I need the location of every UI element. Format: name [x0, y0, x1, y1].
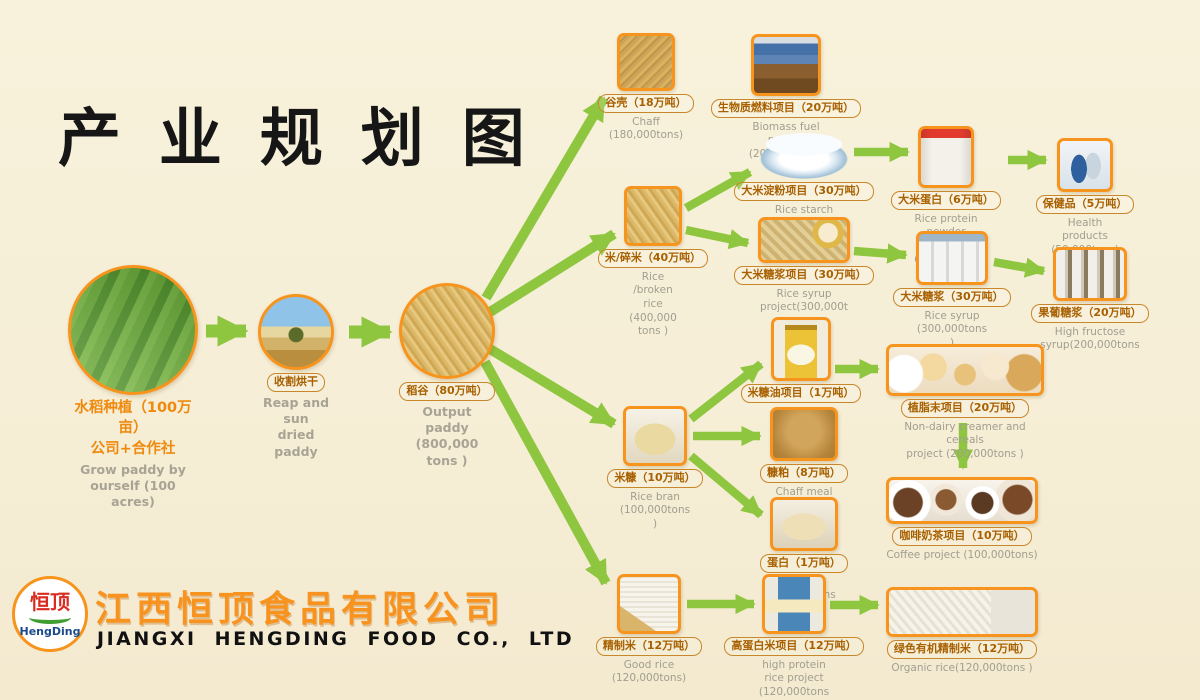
harvester-photo [258, 294, 334, 370]
node-creamer: 植脂末项目（20万吨） Non-dairy creamer and cereal… [886, 344, 1044, 462]
chaff-meal-label-cn: 糠粕（8万吨） [760, 464, 848, 483]
good-rice-label-en: Good rice (120,000tons) [611, 658, 687, 685]
rice-broken-photo [624, 186, 682, 246]
arrow-rice-syrupproj [685, 225, 750, 250]
node-chaff: 谷壳（18万吨） Chaff (180,000tons) [598, 33, 694, 143]
creamer-photo [886, 344, 1044, 396]
hp-rice-label-en: high protein rice project (120,000tons ) [758, 658, 830, 700]
rice-starch-photo [760, 131, 848, 179]
health-label-cn: 保健品（5万吨） [1035, 195, 1135, 214]
rice-syrup-photo [916, 231, 988, 285]
protein-photo [770, 497, 838, 551]
syrup-label-cn: 大米糖浆（30万吨） [893, 288, 1011, 307]
chaff-label-en: Chaff (180,000tons) [608, 115, 684, 142]
flow-node-grow: 水稻种植（100万亩） 公司+合作社 Grow paddy by ourself… [68, 265, 198, 511]
good-rice-photo [617, 574, 681, 634]
bran-label-cn: 米糠（10万吨） [607, 469, 703, 488]
node-coffee: 咖啡奶茶项目（10万吨） Coffee project (100,000tons… [886, 477, 1038, 562]
syrup-project-label-en: Rice syrup project(300,000t [759, 287, 849, 314]
rice-broken-label-en: Rice /broken rice (400,000 tons ) [629, 270, 677, 338]
rice-syrup-project-photo [758, 217, 850, 263]
flow-reap-label-en: Reap and sun dried paddy [262, 394, 330, 459]
bran-oil-photo [771, 317, 831, 381]
biomass-photo [751, 34, 821, 96]
arrow-paddy-rice [487, 229, 617, 317]
fructose-label-cn: 果葡糖浆（20万吨） [1031, 304, 1149, 323]
node-hp-rice: 高蛋白米项目（12万吨） high protein rice project (… [724, 574, 864, 700]
hp-rice-label-cn: 高蛋白米项目（12万吨） [724, 637, 864, 656]
company-name-en: JIANGXI HENGDING FOOD CO., LTD [97, 628, 575, 650]
coffee-photo [886, 477, 1038, 524]
company-logo: 恒顶 HengDing [12, 576, 88, 652]
fructose-syrup-photo [1053, 247, 1127, 301]
biomass-label-cn: 生物质燃料项目（20万吨） [710, 99, 862, 118]
starch-label-cn: 大米淀粉项目（30万吨） [734, 182, 874, 201]
flow-paddy-label-cn: 稻谷（80万吨） [399, 382, 495, 401]
syrup-project-label-cn: 大米糖浆项目（30万吨） [734, 266, 874, 285]
protein-label-cn: 蛋白（1万吨） [760, 554, 848, 573]
node-organic-rice: 绿色有机精制米（12万吨） Organic rice(120,000tons ) [886, 587, 1038, 675]
organic-rice-label-cn: 绿色有机精制米（12万吨） [886, 640, 1038, 659]
flow-paddy-label-en: Output paddy (800,000 tons ) [415, 403, 479, 468]
rice-bran-photo [623, 406, 687, 466]
node-protein: 蛋白（1万吨） Protein (10,000tons ) [760, 497, 848, 617]
creamer-label-en: Non-dairy creamer and cereals project (2… [904, 420, 1026, 461]
rice-protein-label-cn: 大米蛋白（6万吨） [891, 191, 1001, 210]
node-syrup: 大米糖浆（30万吨） Rice syrup (300,000tons ) [893, 231, 1011, 351]
company-name-cn: 江西恒顶食品有限公司 [95, 589, 506, 630]
coffee-label-cn: 咖啡奶茶项目（10万吨） [892, 527, 1032, 546]
paddy-grain-photo [399, 283, 495, 379]
node-health: 保健品（5万吨） Health products (50,000tons) [1035, 138, 1135, 258]
hp-rice-photo [762, 574, 826, 634]
chaff-meal-photo [770, 407, 838, 461]
rice-broken-label-cn: 米/碎米（40万吨） [597, 249, 709, 268]
bran-oil-label-cn: 米糠油项目（1万吨） [740, 384, 862, 403]
arrow-paddy-bran [487, 344, 617, 429]
fructose-label-en: High fructose syrup(200,000tons [1040, 325, 1140, 352]
arrow-syrupproj-syrup [853, 243, 908, 264]
arrow-bran-protein [688, 452, 764, 519]
syrup-label-en: Rice syrup (300,000tons ) [916, 309, 988, 349]
logo-cn-text: 恒顶 [30, 589, 70, 614]
flow-grow-label-en: Grow paddy by ourself (100 acres) [80, 461, 186, 510]
health-products-photo [1057, 138, 1113, 192]
paddy-field-photo [68, 265, 198, 395]
node-fructose: 果葡糖浆（20万吨） High fructose syrup(200,000to… [1031, 247, 1149, 353]
flow-reap-label-cn: 收割烘干 [267, 373, 325, 392]
flow-node-reap: 收割烘干 Reap and sun dried paddy [258, 294, 334, 460]
flow-node-paddy: 稻谷（80万吨） Output paddy (800,000 tons ) [399, 283, 495, 469]
creamer-label-cn: 植脂末项目（20万吨） [900, 399, 1030, 418]
page-title: 产 业 规 划 图 [58, 101, 533, 175]
arrow-paddy-goodrice [480, 359, 611, 586]
node-syrup-project: 大米糖浆项目（30万吨） Rice syrup project(300,000t [734, 217, 874, 315]
node-rice-broken: 米/碎米（40万吨） Rice /broken rice (400,000 to… [597, 186, 709, 339]
bran-label-en: Rice bran (100,000tons ) [619, 490, 691, 531]
good-rice-label-cn: 精制米（12万吨） [595, 637, 703, 656]
flow-grow-label-cn: 水稻种植（100万亩） 公司+合作社 [74, 400, 192, 457]
coffee-label-en: Coffee project (100,000tons) [886, 548, 1038, 561]
logo-leaf-swoosh-icon [29, 611, 71, 624]
chaff-label-cn: 谷壳（18万吨） [598, 94, 694, 113]
organic-rice-photo [886, 587, 1038, 637]
node-good-rice: 精制米（12万吨） Good rice (120,000tons) [595, 574, 703, 686]
node-rice-protein: 大米蛋白（6万吨） Rice protein powder ( 60,000to… [891, 126, 1001, 267]
node-biomass: 生物质燃料项目（20万吨） Biomass fuel project (200,… [710, 34, 862, 162]
chaff-photo [617, 33, 675, 91]
arrow-syrup-fructose [993, 257, 1046, 278]
logo-en-text: HengDing [19, 624, 81, 638]
rice-protein-photo [918, 126, 974, 188]
node-bran: 米糠（10万吨） Rice bran (100,000tons ) [607, 406, 703, 532]
organic-rice-label-en: Organic rice(120,000tons ) [891, 661, 1033, 674]
